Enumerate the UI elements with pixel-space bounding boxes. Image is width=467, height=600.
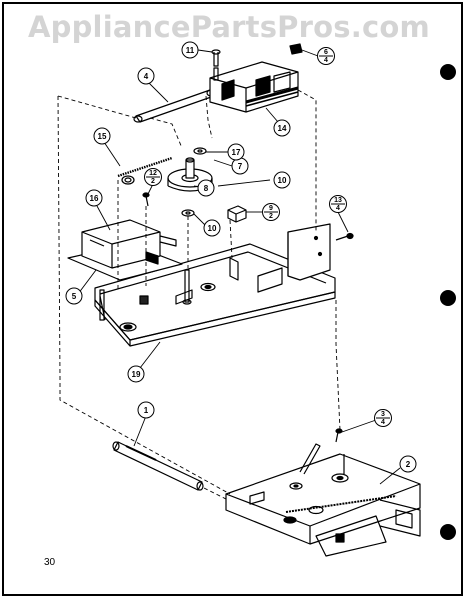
screw-13 <box>335 232 354 241</box>
switch-assembly <box>209 61 299 113</box>
callout-19 <box>127 365 145 383</box>
callout-3-bottom: 4 <box>381 419 385 426</box>
callout-5 <box>65 287 83 305</box>
block-9 <box>227 205 247 223</box>
clip-5 <box>289 43 303 55</box>
screw-11 <box>211 49 221 67</box>
screw-12 <box>142 192 150 207</box>
spring-15 <box>117 156 173 185</box>
side-bracket <box>287 223 331 281</box>
callout-16-label: 16 <box>90 194 99 203</box>
callout-9-top: 9 <box>269 205 273 212</box>
mounting-stud <box>99 269 192 321</box>
washer-17 <box>193 147 207 155</box>
lower-mechanism-plate <box>225 443 421 557</box>
callout-2 <box>399 455 417 473</box>
screw-3 <box>335 428 343 443</box>
callout-1 <box>137 401 155 419</box>
callout-9-bottom: 2 <box>269 213 273 220</box>
callout-2-label: 2 <box>406 460 411 469</box>
callout-12-top: 12 <box>149 170 157 177</box>
phantom-lines <box>57 89 341 501</box>
binder-holes <box>440 64 456 540</box>
callout-6-4 <box>317 47 335 65</box>
callout-13-bottom: 4 <box>336 205 340 212</box>
watermark-text: AppliancePartsPros.com <box>28 10 430 44</box>
link-bar <box>133 89 216 123</box>
callout-6-bottom: 4 <box>324 57 328 64</box>
callout-4 <box>137 67 155 85</box>
callout-9-2 <box>262 203 280 221</box>
page-border <box>2 2 463 596</box>
callout-17-label: 17 <box>232 148 241 157</box>
callout-1-label: 1 <box>144 406 149 415</box>
callout-7-label: 7 <box>238 162 243 171</box>
callout-3-4 <box>374 409 392 427</box>
chassis-base-plate <box>94 243 336 347</box>
callout-12-bottom: 2 <box>151 178 155 185</box>
callout-17 <box>227 143 245 161</box>
callout-11-label: 11 <box>186 46 195 55</box>
callout-14-label: 14 <box>278 124 287 133</box>
callout-12-2 <box>144 168 162 186</box>
callout-14 <box>273 119 291 137</box>
shaft-1 <box>112 441 204 491</box>
callout-6-top: 6 <box>324 49 328 56</box>
callout-4-label: 4 <box>144 72 149 81</box>
callout-10a <box>273 171 291 189</box>
page-number: 30 <box>44 557 56 568</box>
callout-15-label: 15 <box>98 132 107 141</box>
callout-10a-label: 10 <box>278 176 287 185</box>
callout-11 <box>181 41 199 59</box>
callout-8 <box>197 179 215 197</box>
callout-5-label: 5 <box>72 292 77 301</box>
timer-module <box>67 219 183 281</box>
callout-10b-label: 10 <box>208 224 217 233</box>
callout-8-label: 8 <box>204 184 209 193</box>
callout-3-top: 3 <box>381 411 385 418</box>
callout-leaders <box>77 49 401 485</box>
callout-15 <box>93 127 111 145</box>
callout-10b <box>203 219 221 237</box>
callout-13-4 <box>329 195 347 213</box>
callout-16 <box>85 189 103 207</box>
callout-19-label: 19 <box>132 370 141 379</box>
washer-lower <box>181 209 195 217</box>
callout-13-top: 13 <box>334 197 342 204</box>
